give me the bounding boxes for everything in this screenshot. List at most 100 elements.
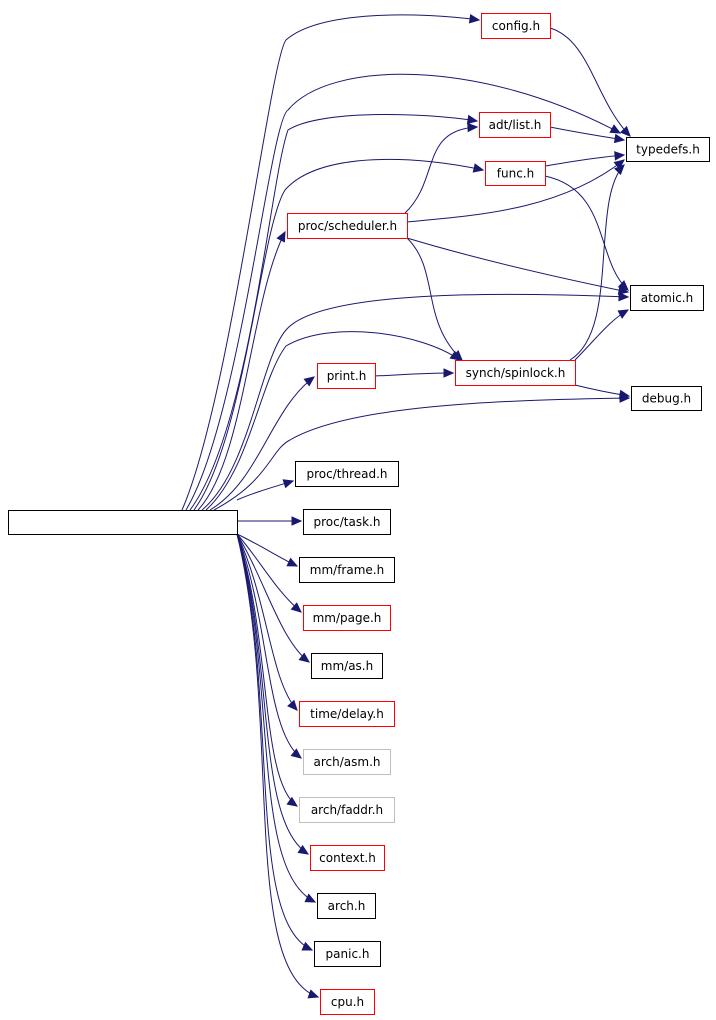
node-typedefs[interactable]: typedefs.h bbox=[626, 137, 710, 162]
node-label: proc/scheduler.h bbox=[298, 219, 397, 233]
node-func[interactable]: func.h bbox=[485, 161, 546, 186]
node-label: arch/faddr.h bbox=[311, 803, 383, 817]
node-box bbox=[299, 797, 395, 823]
node-box bbox=[631, 386, 702, 411]
arrowhead-icon bbox=[287, 699, 298, 711]
node-box bbox=[317, 363, 376, 389]
edge-root-to-asm bbox=[236, 533, 302, 759]
edge-line bbox=[236, 533, 316, 903]
edge-line bbox=[406, 237, 463, 361]
edge-line bbox=[574, 309, 629, 361]
arrowhead-icon bbox=[617, 309, 630, 319]
node-box bbox=[299, 557, 395, 583]
arrowhead-icon bbox=[290, 748, 302, 759]
edge-root-to-cpu bbox=[236, 533, 320, 999]
node-delay[interactable]: time/delay.h bbox=[299, 701, 395, 727]
node-spinlock[interactable]: synch/spinlock.h bbox=[455, 360, 576, 386]
node-label: proc/thread.h bbox=[306, 467, 387, 481]
arrowhead-icon bbox=[618, 291, 630, 302]
node-label: func.h bbox=[497, 167, 534, 181]
edge-line bbox=[209, 376, 315, 511]
node-thread[interactable]: proc/thread.h bbox=[295, 461, 399, 487]
node-label: print.h bbox=[327, 369, 367, 383]
node-label: mm/as.h bbox=[321, 659, 373, 673]
edge-root-to-faddr bbox=[236, 533, 299, 807]
arrowhead-icon bbox=[303, 376, 315, 387]
edge-print-to-spinlock bbox=[374, 368, 455, 378]
edge-root-to-debug bbox=[213, 393, 631, 511]
node-asm[interactable]: arch/asm.h bbox=[303, 749, 391, 775]
edge-root-to-adtlist bbox=[189, 113, 479, 511]
arrowhead-icon bbox=[304, 893, 317, 903]
edge-func-to-atomic bbox=[544, 175, 629, 291]
edge-procsched-to-spinlock bbox=[406, 237, 463, 361]
arrowhead-icon bbox=[301, 941, 314, 951]
edge-root-to-atomic bbox=[201, 291, 630, 511]
node-label: kernel/generic/src/proc/scheduler.c bbox=[18, 516, 228, 530]
edges-layer bbox=[181, 13, 631, 999]
node-label: arch/asm.h bbox=[314, 755, 381, 769]
node-config[interactable]: config.h bbox=[481, 13, 551, 39]
edge-line bbox=[236, 533, 302, 759]
edge-line bbox=[236, 533, 313, 951]
node-as[interactable]: mm/as.h bbox=[311, 653, 383, 679]
node-label: mm/page.h bbox=[313, 611, 382, 625]
arrowhead-icon bbox=[617, 285, 630, 295]
arrowhead-icon bbox=[451, 349, 463, 361]
node-label: debug.h bbox=[642, 392, 691, 406]
arrowhead-icon bbox=[614, 151, 626, 161]
node-frame[interactable]: mm/frame.h bbox=[299, 557, 395, 583]
node-context[interactable]: context.h bbox=[310, 845, 385, 871]
node-box bbox=[303, 749, 391, 775]
node-arch[interactable]: arch.h bbox=[317, 893, 376, 919]
arrowhead-icon bbox=[276, 230, 286, 243]
node-label: adt/list.h bbox=[489, 118, 542, 132]
node-label: time/delay.h bbox=[310, 707, 384, 721]
arrowhead-icon bbox=[466, 114, 479, 125]
arrowhead-icon bbox=[619, 125, 631, 137]
edge-line bbox=[549, 27, 631, 137]
edge-spinlock-to-debug bbox=[574, 384, 631, 400]
edge-line bbox=[236, 533, 310, 663]
node-box bbox=[295, 461, 399, 487]
edge-root-to-arch bbox=[236, 533, 317, 903]
arrowhead-icon bbox=[613, 164, 625, 176]
edge-line bbox=[404, 126, 478, 214]
arrowhead-icon bbox=[472, 163, 485, 173]
edge-root-to-panic bbox=[236, 533, 314, 951]
edge-procsched-to-adtlist bbox=[404, 122, 479, 214]
arrowhead-icon bbox=[613, 159, 625, 170]
node-box bbox=[481, 13, 551, 39]
node-atomic[interactable]: atomic.h bbox=[630, 285, 704, 311]
edge-spinlock-to-typedefs bbox=[569, 164, 625, 361]
edge-line bbox=[236, 533, 319, 998]
node-page[interactable]: mm/page.h bbox=[303, 605, 391, 631]
node-box bbox=[314, 941, 381, 967]
node-panic[interactable]: panic.h bbox=[314, 941, 381, 967]
node-label: proc/task.h bbox=[314, 515, 381, 529]
node-task[interactable]: proc/task.h bbox=[303, 509, 391, 535]
edge-root-to-page bbox=[236, 533, 302, 613]
node-debug[interactable]: debug.h bbox=[631, 386, 702, 411]
edge-line bbox=[406, 159, 625, 223]
edge-root-to-print bbox=[209, 376, 315, 511]
node-faddr[interactable]: arch/faddr.h bbox=[299, 797, 395, 823]
edge-root-to-typedefs bbox=[185, 73, 622, 511]
arrowhead-icon bbox=[609, 124, 622, 134]
node-label: cpu.h bbox=[331, 995, 364, 1009]
node-box bbox=[287, 213, 408, 239]
node-cpu[interactable]: cpu.h bbox=[320, 989, 375, 1015]
node-box bbox=[626, 137, 710, 162]
arrowhead-icon bbox=[618, 389, 631, 400]
node-print[interactable]: print.h bbox=[317, 363, 376, 389]
node-procsched[interactable]: proc/scheduler.h bbox=[287, 213, 408, 239]
node-box bbox=[630, 285, 704, 311]
node-root[interactable]: kernel/generic/src/proc/scheduler.c bbox=[8, 510, 238, 535]
edge-root-to-context bbox=[236, 533, 310, 855]
node-box bbox=[299, 701, 395, 727]
edge-line bbox=[189, 113, 478, 511]
arrowhead-icon bbox=[290, 602, 302, 613]
node-adtlist[interactable]: adt/list.h bbox=[479, 112, 551, 138]
arrowhead-icon bbox=[467, 122, 479, 133]
